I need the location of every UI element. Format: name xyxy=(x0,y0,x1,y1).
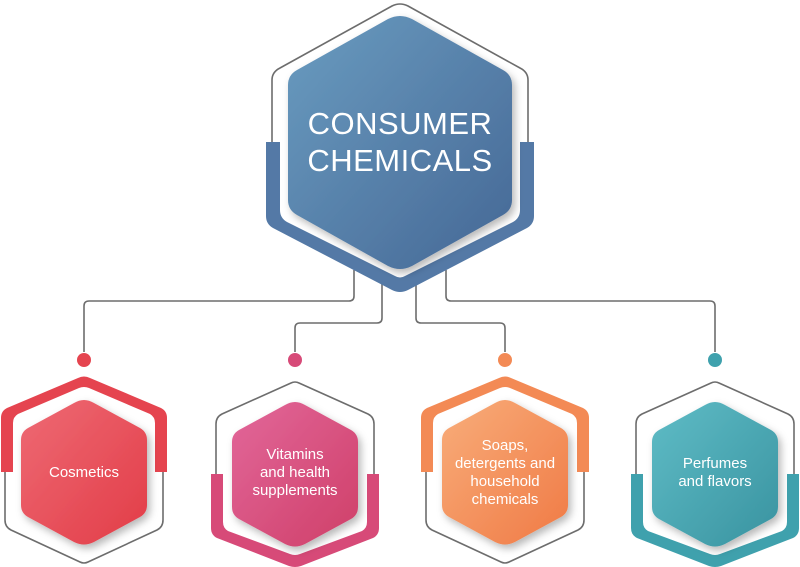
cosmetics-dot xyxy=(77,353,91,367)
connector-lines xyxy=(83,270,716,352)
label-soaps: Soaps, detergents and household chemical… xyxy=(454,437,556,508)
main-outer-outline xyxy=(271,3,529,142)
cosmetics-outline xyxy=(4,472,164,564)
main-hexagon xyxy=(288,16,512,269)
connector-soaps xyxy=(415,283,506,352)
label-perfumes: Perfumes and flavors xyxy=(678,455,752,490)
node-vitamins xyxy=(211,353,379,567)
soaps-outline xyxy=(425,472,585,564)
node-soaps xyxy=(421,353,589,564)
vitamins-outline xyxy=(215,381,375,474)
soaps-hexagon xyxy=(442,400,568,545)
vitamins-band xyxy=(211,474,379,567)
perfumes-outline xyxy=(635,381,795,474)
connector-cosmetics xyxy=(83,270,355,352)
node-perfumes xyxy=(631,353,799,567)
main-blue-band xyxy=(266,142,534,292)
label-cosmetics: Cosmetics xyxy=(48,464,119,481)
connector-vitamins xyxy=(294,283,383,352)
cosmetics-band xyxy=(1,376,167,472)
cosmetics-hexagon xyxy=(21,400,147,545)
soaps-dot xyxy=(498,353,512,367)
soaps-band xyxy=(421,376,589,472)
node-cosmetics xyxy=(1,353,167,564)
vitamins-hexagon xyxy=(232,402,358,547)
perfumes-hexagon xyxy=(652,402,778,547)
perfumes-dot xyxy=(708,353,722,367)
main-node xyxy=(266,3,534,292)
main-title: CONSUMER CHEMICALS xyxy=(307,105,493,178)
label-vitamins: Vitamins and health supplements xyxy=(252,446,338,499)
vitamins-dot xyxy=(288,353,302,367)
connector-perfumes xyxy=(445,270,716,352)
perfumes-band xyxy=(631,474,799,567)
